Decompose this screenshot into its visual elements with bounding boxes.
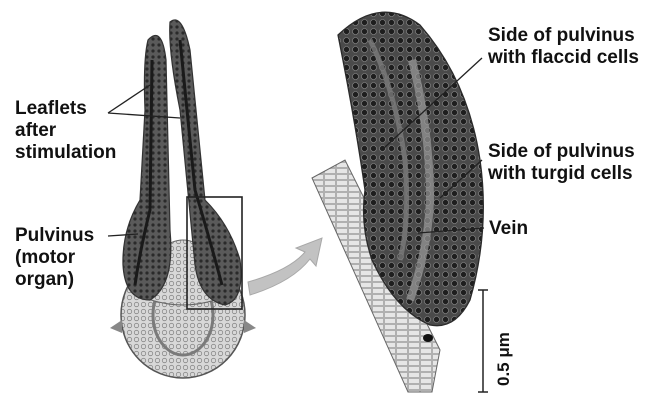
flaccid-label-line1: Side of pulvinus [488,25,639,47]
pulvinus-label: Pulvinus (motor organ) [15,225,94,291]
scale-bar [478,290,488,392]
leaflet-left [123,36,171,301]
pulvinus-label-line1: Pulvinus [15,225,94,247]
leaflets-label-line3: stimulation [15,142,116,164]
turgid-label-line2: with turgid cells [488,163,635,185]
flaccid-label: Side of pulvinus with flaccid cells [488,25,639,69]
flaccid-label-line2: with flaccid cells [488,47,639,69]
scale-bar-label: 0.5 μm [494,332,514,386]
pulvinus-label-line2: (motor [15,247,94,269]
pulvinus-label-line3: organ) [15,269,94,291]
vein-label: Vein [489,218,528,240]
leaflets-label-line1: Leaflets [15,98,116,120]
leaflets-label: Leaflets after stimulation [15,98,116,164]
left-specimen [110,20,256,378]
turgid-label-line1: Side of pulvinus [488,141,635,163]
zoom-arrow [248,238,322,295]
turgid-label: Side of pulvinus with turgid cells [488,141,635,185]
leaflets-label-line2: after [15,120,116,142]
right-specimen [312,12,483,392]
